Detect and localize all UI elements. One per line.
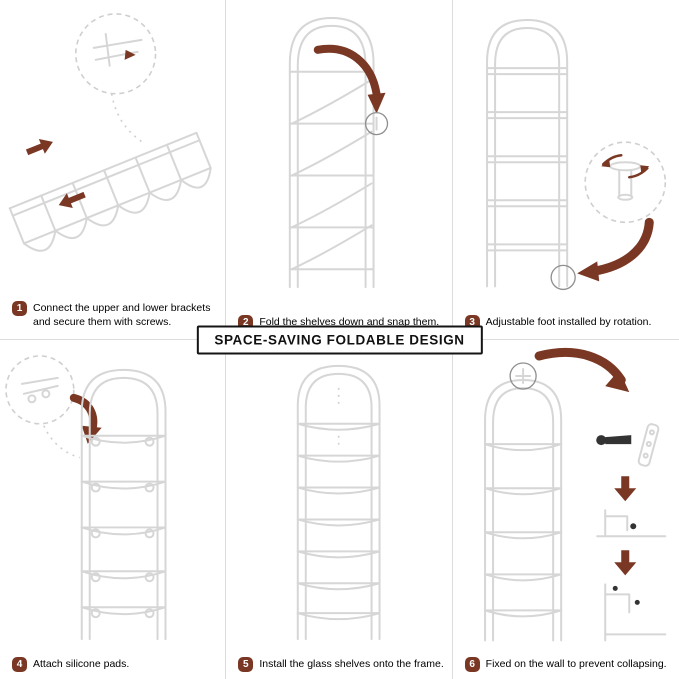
rotate-arrow-head <box>639 165 649 174</box>
attach-arrow-head <box>81 425 102 444</box>
foot-location-circle <box>550 264 576 291</box>
step-number-badge: 6 <box>464 657 480 672</box>
callout-leader <box>43 424 80 458</box>
step-number-badge: 5 <box>238 657 254 672</box>
step-caption-row: 5 Install the glass shelves onto the fra… <box>238 657 446 672</box>
step-caption: Connect the upper and lower brackets and… <box>33 302 211 328</box>
shelf-frame-folded <box>485 19 568 288</box>
step2-illustration-fold-shelves <box>289 16 389 289</box>
bracket-fixed-detail <box>603 582 666 641</box>
shelf-frame <box>483 378 562 641</box>
wall-bracket-strip <box>637 422 660 467</box>
slide-arrow-icon <box>25 138 53 156</box>
slide-arrow-icon <box>58 191 86 209</box>
step-caption-row: 4 Attach silicone pads. <box>12 657 220 672</box>
shelf-frame <box>289 16 375 289</box>
fold-arrow-icon <box>314 44 381 98</box>
down-arrow-icon <box>613 475 636 501</box>
down-arrow-icon <box>613 549 636 575</box>
mount-point-circle <box>509 361 537 390</box>
step-number-badge: 4 <box>12 657 27 672</box>
foot-detail <box>608 161 641 201</box>
screw-dot-icon <box>629 522 636 529</box>
pad-detail <box>20 376 59 403</box>
step-caption: Adjustable foot installed by rotation. <box>485 315 652 328</box>
folded-shelf-frame <box>8 131 212 252</box>
shelf-frame-with-pads <box>80 368 167 640</box>
zoom-callout-circle <box>5 354 75 425</box>
panel-step-3: 3 Adjustable foot installed by rotation. <box>452 0 679 340</box>
step6-illustration-wall-fix <box>483 347 666 641</box>
step3-illustration-adjustable-foot <box>485 19 666 291</box>
step-caption: Fold the shelves down and snap them. <box>259 315 440 328</box>
step-caption-row: 3 Adjustable foot installed by rotation. <box>464 314 674 330</box>
step4-illustration-silicone-pads <box>5 354 167 640</box>
rotate-arrow-icon <box>601 153 623 166</box>
panel-step-6: 6 Fixed on the wall to prevent collapsin… <box>453 340 679 679</box>
zoom-callout-circle <box>74 13 157 95</box>
step-caption-row: 1 Connect the upper and lower brackets a… <box>12 301 220 329</box>
step5-illustration-glass-shelves <box>297 364 381 640</box>
center-banner-title: SPACE-SAVING FOLDABLE DESIGN <box>196 325 483 354</box>
point-arrow-head <box>604 369 629 392</box>
panel-step-4: 4 Attach silicone pads. <box>0 339 227 679</box>
rotate-arrow-head <box>600 159 610 168</box>
bracket-detail <box>92 32 143 67</box>
step-caption: Fixed on the wall to prevent collapsing. <box>485 658 667 670</box>
shelf-frame-with-glass <box>297 364 381 640</box>
screw-icon <box>595 434 631 445</box>
panel-step-5: 5 Install the glass shelves onto the fra… <box>226 339 453 679</box>
point-arrow-icon <box>534 347 626 385</box>
panel-step-2: 2 Fold the shelves down and snap them. <box>226 0 453 340</box>
rotate-arrow-icon <box>627 166 649 179</box>
screw-dot-icon <box>612 585 618 591</box>
bracket-on-wall-detail <box>595 508 666 537</box>
step-number-badge: 1 <box>12 301 27 317</box>
step1-illustration-folded-frame <box>8 13 212 252</box>
step-caption-row: 6 Fixed on the wall to prevent collapsin… <box>464 657 674 672</box>
snap-point-circle <box>365 112 389 136</box>
step-caption: Attach silicone pads. <box>33 658 130 670</box>
screw-arrow-icon <box>124 49 136 60</box>
zoom-callout-circle <box>584 141 666 224</box>
screw-dot-icon <box>634 599 640 605</box>
fold-arrow-head <box>367 92 386 114</box>
point-arrow-head <box>576 261 599 282</box>
callout-leader <box>110 93 143 143</box>
point-arrow-icon <box>588 217 654 276</box>
step-caption: Install the glass shelves onto the frame… <box>259 658 444 670</box>
mount-cross <box>514 367 531 384</box>
panel-step-1: 1 Connect the upper and lower brackets a… <box>0 0 227 340</box>
